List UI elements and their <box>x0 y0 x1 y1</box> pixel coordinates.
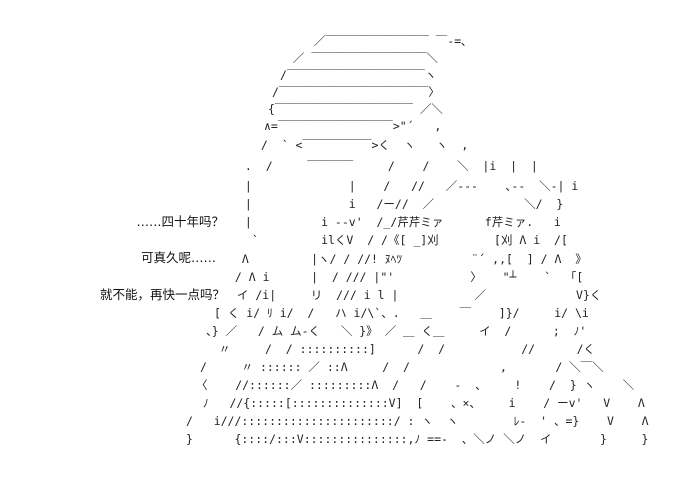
art-row: | i --v' /_/芹芹ミァ f芹ミァ. i <box>238 215 561 229</box>
art-row: /￣￣￣￣￣￣￣￣￣￣￣￣ヽ <box>280 68 437 82</box>
art-row: ` ilくV / /《[ _]刈 [刈 Λ i /[ <box>238 233 568 247</box>
art-row: / i///::::::::::::::::::::::/ : ヽ ヽ ﾚ- '… <box>186 414 649 428</box>
art-row: イ /i| リ /// i l | ／ V}く <box>230 288 602 302</box>
art-row: ／￣￣￣￣￣￣￣￣￣ ￣-=､ <box>300 34 467 48</box>
art-row: ∧=￣￣￣￣￣￣￣￣￣￣>"´ , <box>264 119 442 133</box>
art-row: | | / // ／--‐ ､-- ＼-| i <box>238 179 579 193</box>
art-row: Λ |ヽ/ / //! ﾇﾍﾂ ¨´ ,,[ ] / Λ 》 <box>228 252 587 266</box>
dialog-line-3: 就不能，再快一点吗？ <box>99 287 225 302</box>
art-row: . / ￣￣￣￣ / / ＼ |i | | <box>238 159 538 173</box>
art-row: {￣￣￣￣￣￣￣￣￣￣￣￣ ／＼ <box>268 102 443 116</box>
art-row: / ` <￣￣￣￣￣￣>く ヽ ヽ , <box>254 138 469 152</box>
art-row: /￣￣￣￣￣￣￣￣￣￣￣￣￣〉 <box>272 85 440 99</box>
art-row: ／ ￣￣￣￣￣￣￣￣￣￣＼ <box>286 51 438 65</box>
art-row: | i /ー// ／ ＼/ } <box>238 197 564 211</box>
art-row: [ く i/ ﾘ i/ / ハ i/\`、. ＿ ￣ ]}/ i/ \i <box>214 306 589 320</box>
art-row: 〈 //::::::／ :::::::::Λ / / - 、 ! / } ヽ ＼ <box>196 378 635 392</box>
art-row: ﾉ //{:::::[::::::::::::::V] [ 、×、 i / ーv… <box>196 396 645 410</box>
dialog-line-2: 可真久呢…… <box>140 250 216 265</box>
art-row: 〃 / / ::::::::::] / / // /く <box>212 342 596 356</box>
dialog-line-1: ……四十年吗？ <box>136 214 224 229</box>
art-row: } {::::/:::V:::::::::::::::,ﾉ ==- 、＼ノ ＼ノ… <box>186 432 649 446</box>
art-row: 、} ／ / ム ム‐く ＼ }》 ／ ＿ く＿ イ / ; ﾉ' <box>206 324 587 338</box>
art-row: / Λ i | / /// |"' 〉 "┴ ` 「[ <box>228 270 584 284</box>
art-row: / 〃 :::::: ／ ::Λ / / , / ＼￣＼ <box>200 360 604 374</box>
